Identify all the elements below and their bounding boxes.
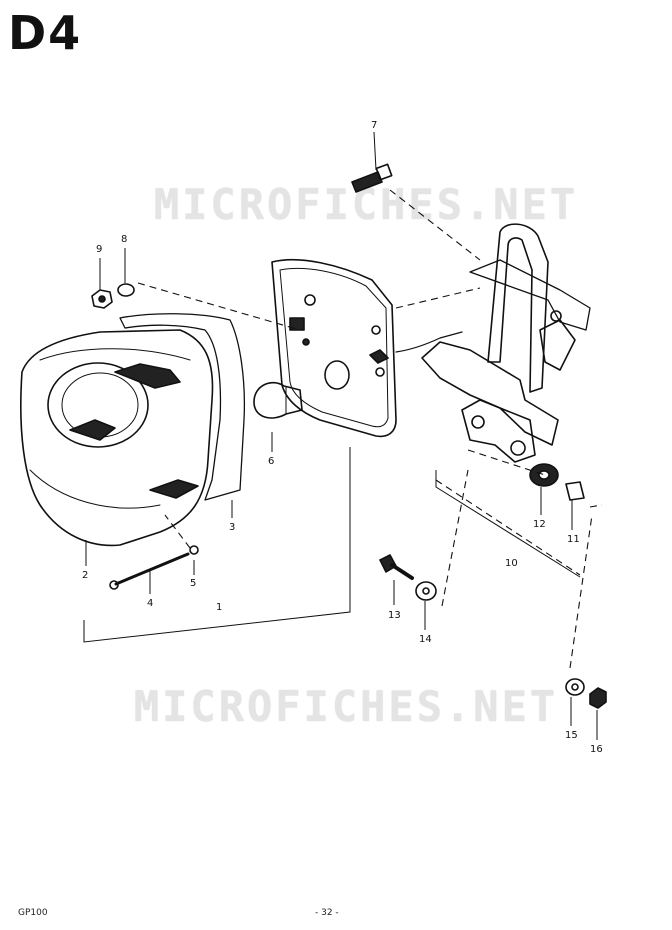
washer-15-drawing — [565, 678, 585, 696]
spacer-11-drawing — [565, 481, 585, 501]
callout-15: 15 — [565, 730, 578, 741]
cushion-12-drawing — [529, 463, 559, 487]
bolt-7-drawing — [351, 163, 393, 193]
sheet-code: D4 — [8, 6, 83, 60]
nut-9-drawing — [91, 289, 113, 309]
footer-model: GP100 — [18, 908, 48, 918]
callout-8: 8 — [121, 234, 127, 245]
bulb-drawing — [253, 381, 303, 419]
nut-16-drawing — [589, 687, 607, 709]
callout-1: 1 — [216, 602, 222, 613]
screw-4-drawing — [109, 552, 190, 590]
callout-5: 5 — [190, 578, 196, 589]
callout-13: 13 — [388, 610, 401, 621]
license-bracket-drawing — [421, 223, 591, 463]
watermark-bottom: MICROFICHES.NET — [133, 682, 559, 731]
lens-gasket-drawing — [119, 313, 246, 501]
callout-11: 11 — [567, 534, 580, 545]
callout-14: 14 — [419, 634, 432, 645]
washer-14-drawing — [415, 581, 437, 601]
housing-base-drawing — [271, 258, 397, 438]
footer-page-number: - 32 - — [315, 908, 339, 918]
washer-8-drawing — [117, 283, 135, 297]
callout-7: 7 — [371, 120, 377, 131]
tail-lens-drawing — [20, 329, 214, 547]
callout-10: 10 — [505, 558, 518, 569]
callout-6: 6 — [268, 456, 274, 467]
washer-5-drawing — [189, 545, 199, 555]
bolt-13-drawing — [379, 554, 414, 580]
callout-4: 4 — [147, 598, 153, 609]
callout-3: 3 — [229, 522, 235, 533]
callout-9: 9 — [96, 244, 102, 255]
callout-2: 2 — [82, 570, 88, 581]
callout-16: 16 — [590, 744, 603, 755]
callout-12: 12 — [533, 519, 546, 530]
